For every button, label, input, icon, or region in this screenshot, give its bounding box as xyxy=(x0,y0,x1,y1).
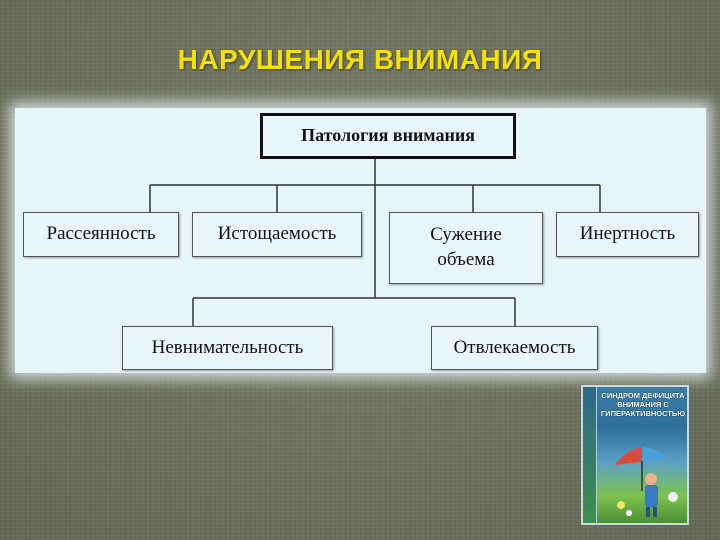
box-otvlekaemost: Отвлекаемость xyxy=(431,326,598,370)
book-cover-image: СИНДРОМ ДЕФИЦИТА ВНИМАНИЯ С ГИПЕРАКТИВНО… xyxy=(581,385,689,525)
box-nevnimatelnost: Невнимательность xyxy=(122,326,333,370)
box-inertnost: Инертность xyxy=(556,212,699,257)
diagram-panel: Патология внимания Рассеянность Истощаем… xyxy=(15,108,706,373)
box-rasseyannost: Рассеянность xyxy=(23,212,179,257)
book-title: СИНДРОМ ДЕФИЦИТА ВНИМАНИЯ С ГИПЕРАКТИВНО… xyxy=(600,391,686,418)
slide-title: НАРУШЕНИЯ ВНИМАНИЯ xyxy=(177,44,543,75)
box-istoshchaemost: Истощаемость xyxy=(192,212,362,257)
root-box-patologiya: Патология внимания xyxy=(260,113,516,159)
child-with-umbrella-icon xyxy=(615,447,678,517)
book-spine xyxy=(583,387,597,523)
box-suzhenie-obema: Сужение объема xyxy=(389,212,543,284)
connector-lines xyxy=(149,158,601,326)
